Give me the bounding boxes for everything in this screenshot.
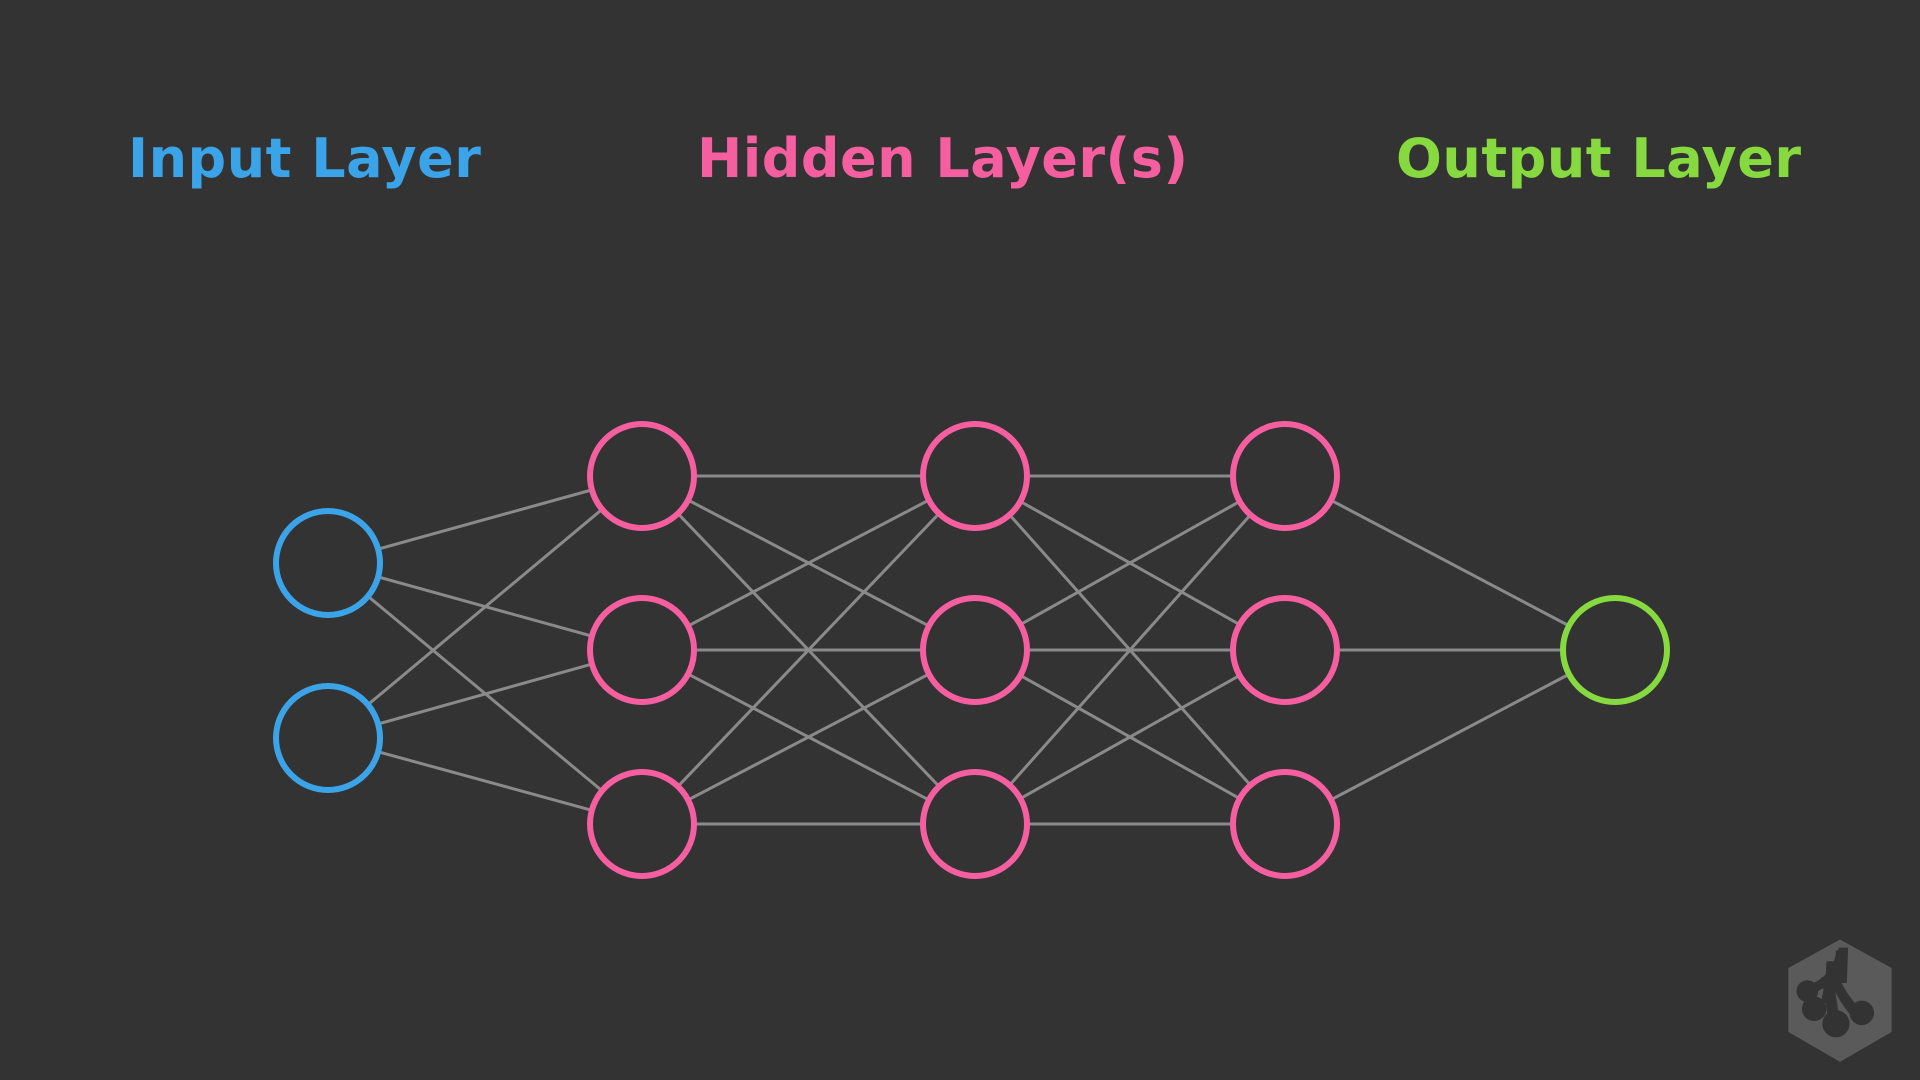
connection-edge bbox=[686, 498, 931, 628]
connection-edge bbox=[376, 662, 594, 726]
neuron-node-hidden-2-3 bbox=[920, 769, 1030, 879]
connection-edge bbox=[1018, 499, 1242, 627]
neuron-node-hidden-3-1 bbox=[1230, 421, 1340, 531]
layer-label-input: Input Layer bbox=[128, 127, 482, 190]
neuron-node-hidden-1-1 bbox=[587, 421, 697, 531]
neuron-glyph bbox=[1796, 947, 1874, 1038]
connection-edge bbox=[1329, 672, 1571, 802]
neuron-node-hidden-1-3 bbox=[587, 769, 697, 879]
neuron-node-output-1 bbox=[1560, 595, 1670, 705]
hexagon-neuron-logo-icon bbox=[1788, 939, 1892, 1062]
layer-label-output: Output Layer bbox=[1396, 127, 1802, 190]
neuron-node-hidden-2-1 bbox=[920, 421, 1030, 531]
connection-edge bbox=[376, 488, 594, 551]
neuron-node-hidden-3-2 bbox=[1230, 595, 1340, 705]
edges-group bbox=[366, 474, 1571, 826]
neuron-node-input-2 bbox=[273, 683, 383, 793]
neuron-node-hidden-1-2 bbox=[587, 595, 697, 705]
connection-edge bbox=[1018, 673, 1242, 801]
connection-edge bbox=[1329, 498, 1571, 628]
connection-edge bbox=[686, 672, 931, 802]
neuron-node-hidden-2-2 bbox=[920, 595, 1030, 705]
connection-edge bbox=[1008, 513, 1252, 787]
layer-label-hidden: Hidden Layer(s) bbox=[697, 127, 1189, 190]
nodes-group bbox=[273, 421, 1670, 879]
neuron-node-hidden-3-3 bbox=[1230, 769, 1340, 879]
connection-edge bbox=[366, 507, 604, 707]
connection-edge bbox=[676, 512, 941, 788]
connection-edge bbox=[376, 750, 594, 812]
hexagon-shape bbox=[1788, 939, 1892, 1062]
neuron-node-input-1 bbox=[273, 508, 383, 618]
